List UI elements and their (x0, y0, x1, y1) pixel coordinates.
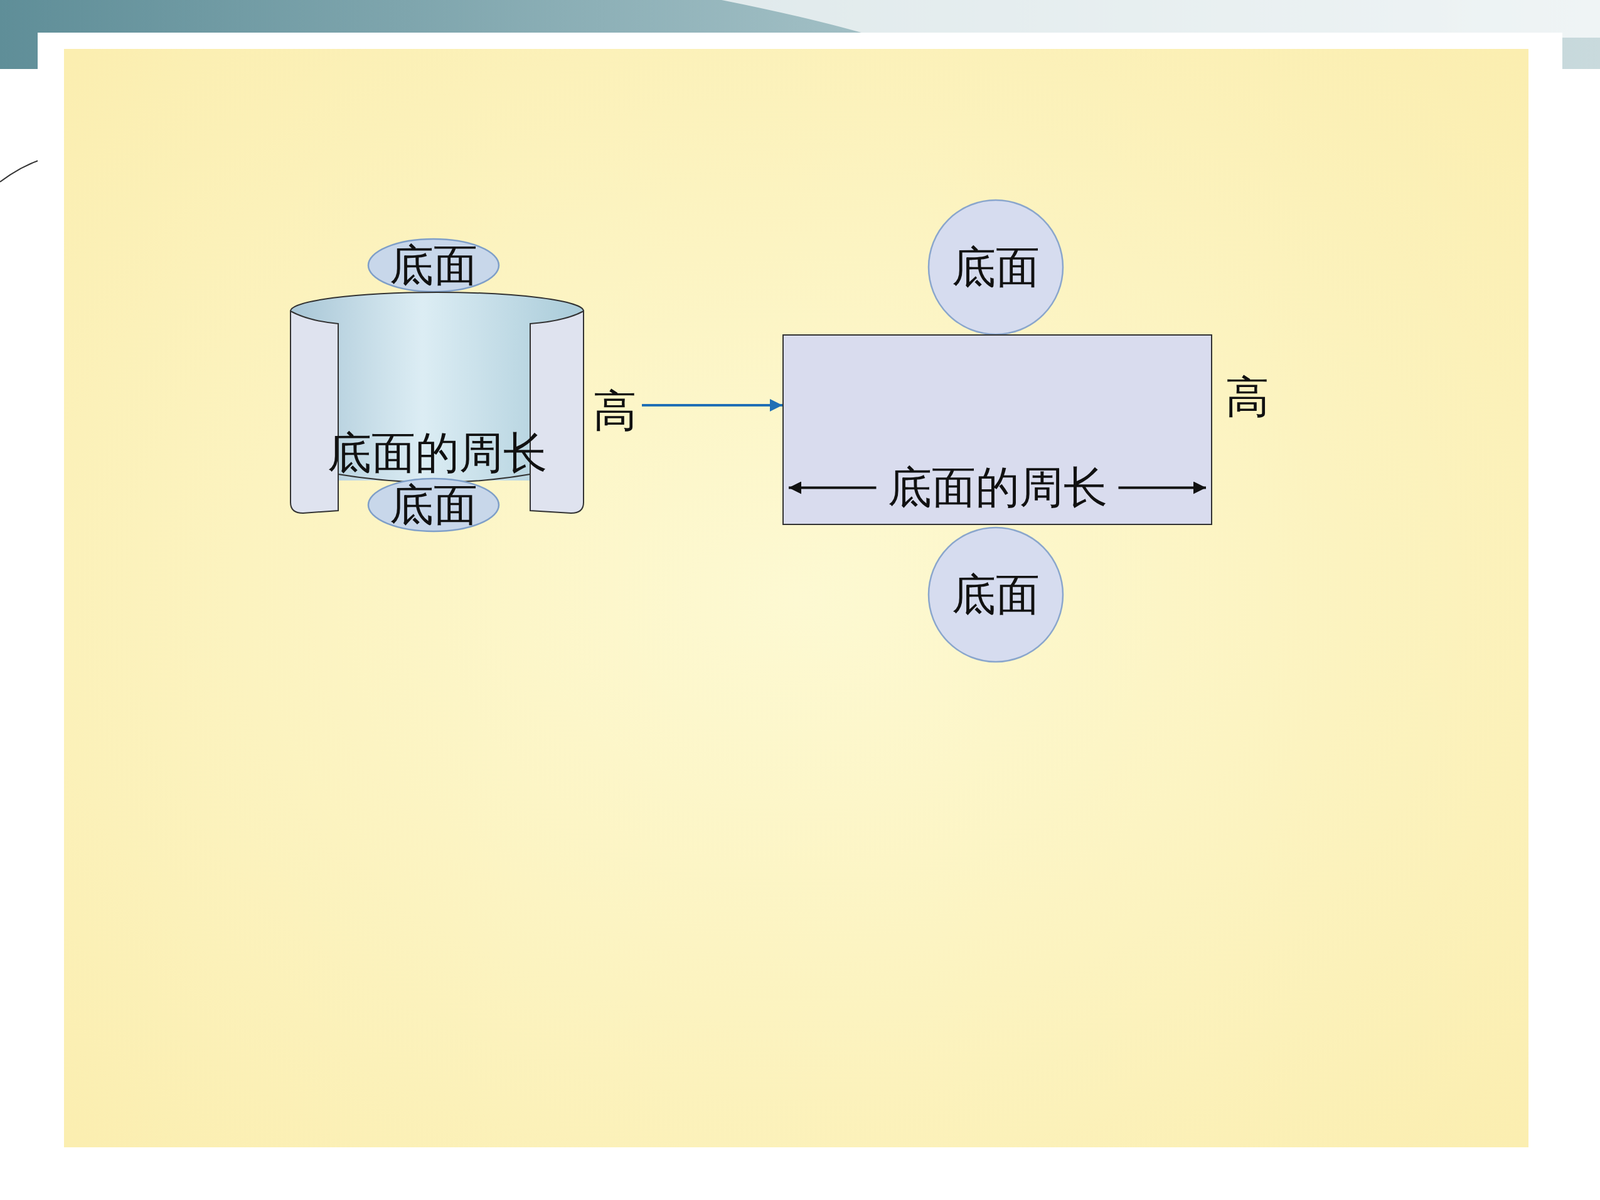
circumference-label: 底面的周长 (783, 463, 1211, 512)
unrolled-rectangle: 底面的周长高 (782, 334, 1274, 526)
base-face: 底面 (367, 477, 501, 533)
base-face: 底面 (927, 526, 1065, 664)
height-label: 高 (1225, 373, 1270, 422)
rectangle-face: 底面的周长 (782, 334, 1213, 526)
unroll-arrow (641, 404, 783, 407)
base-label: 底面 (951, 570, 1040, 620)
yellow-panel (64, 48, 1529, 1148)
white-frame (37, 32, 1563, 1169)
base-face: 底面 (927, 198, 1065, 336)
base-label: 底面 (951, 243, 1040, 292)
base-face: 底面 (367, 237, 501, 294)
circumference-label: 底面的周长 (290, 429, 584, 478)
base-label: 底面 (389, 481, 478, 530)
height-label: 高 (592, 387, 637, 436)
base-label: 底面 (389, 241, 478, 290)
top-swoosh (721, 0, 1600, 38)
